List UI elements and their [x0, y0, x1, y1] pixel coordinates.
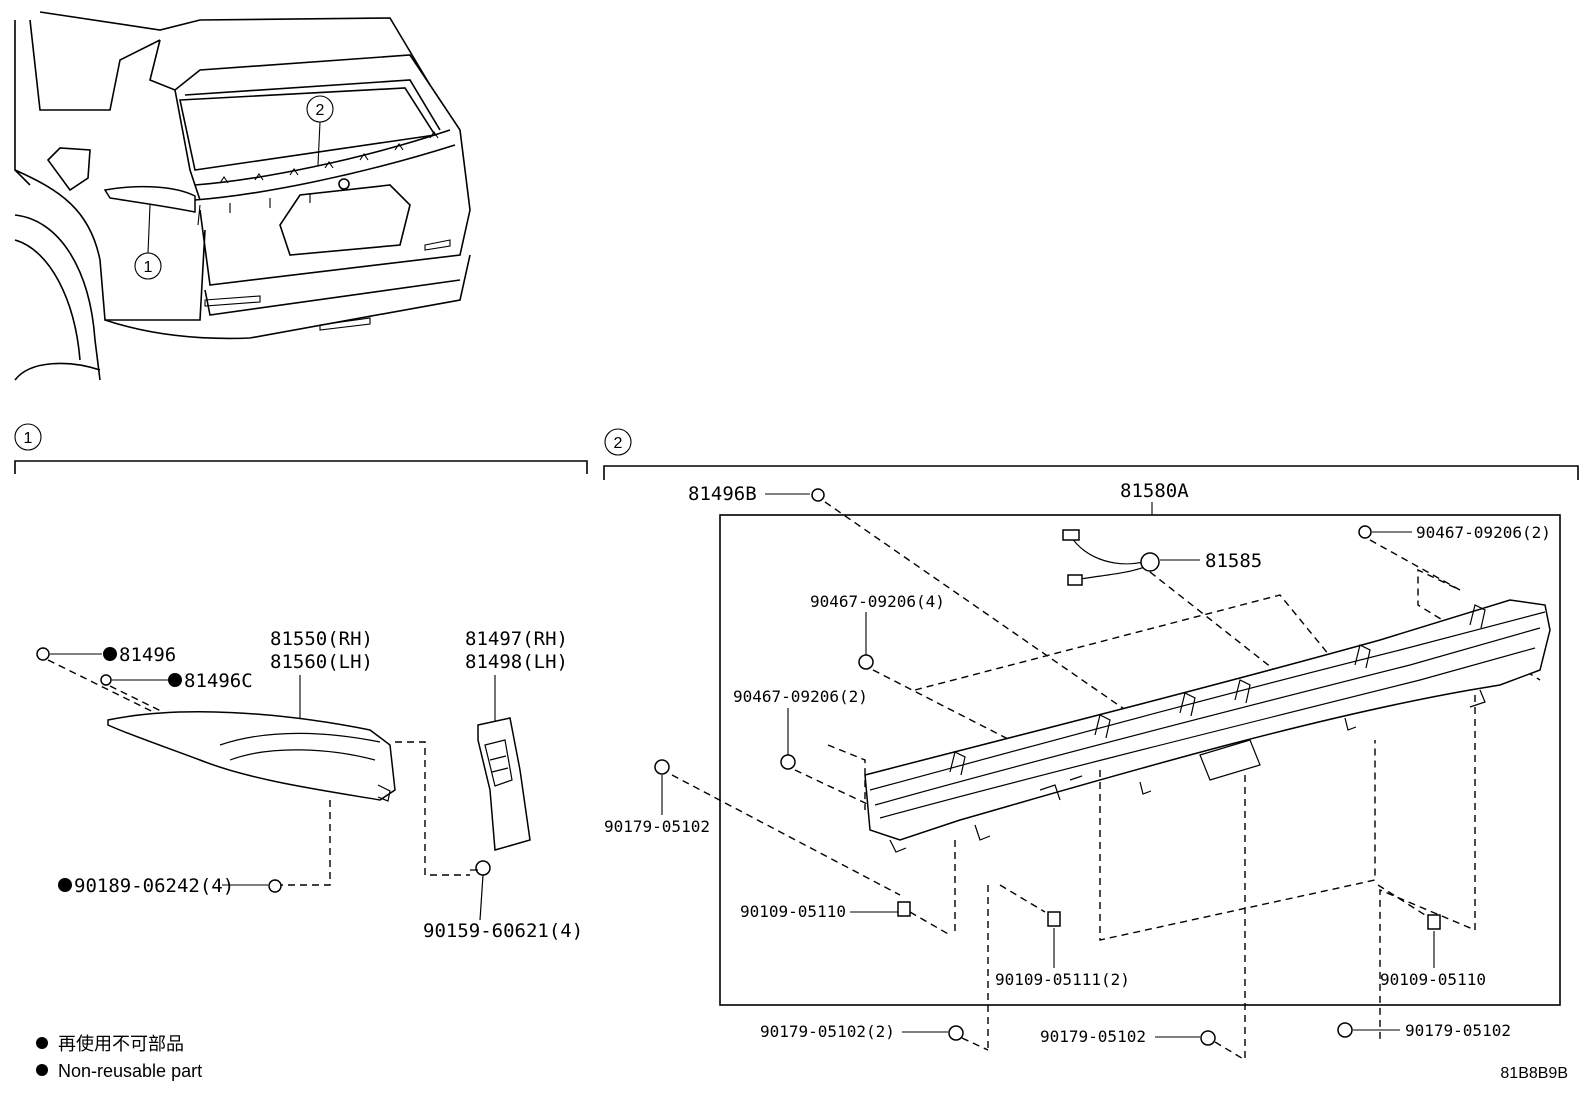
part-90179-05102-bottom-right: 90179-05102: [1337, 1021, 1511, 1040]
part-number-90109-05111: 90109-05111(2): [995, 970, 1130, 989]
part-number-90179-bottom-right: 90179-05102: [1405, 1021, 1511, 1040]
section-2-label: 2: [614, 435, 623, 452]
part-81496B: 81496B: [688, 483, 1141, 721]
section-1-label: 1: [24, 430, 33, 447]
legend: 再使用不可部品 Non-reusable part: [36, 1034, 202, 1081]
part-number-81496: 81496: [119, 644, 176, 666]
part-81497-81498: 81497(RH) 81498(LH): [465, 628, 568, 851]
part-number-81496C: 81496C: [184, 670, 253, 692]
part-number-81550: 81550(RH): [270, 628, 373, 650]
part-90109-05110-right: 90109-05110: [1377, 884, 1486, 989]
assembly-box-81580A: [719, 514, 1561, 1006]
callout-1-text: 1: [144, 259, 153, 276]
part-number-90467-4: 90467-09206(4): [810, 592, 945, 611]
part-90179-05102-bottom-mid: 90179-05102: [1040, 1027, 1246, 1061]
part-number-81560: 81560(LH): [270, 651, 373, 673]
section-1: 1 81496 81496C 81550(RH) 81560(LH): [14, 423, 588, 942]
legend-jp: 再使用不可部品: [58, 1034, 184, 1054]
rear-lamp-bar: [864, 599, 1551, 853]
part-number-81585: 81585: [1205, 550, 1262, 572]
part-number-90179-left: 90179-05102: [604, 817, 710, 836]
section-2: 2 81580A 81496B 81585 90467-09: [603, 428, 1579, 1061]
part-90467-09206-left: 90467-09206(2): [733, 687, 881, 811]
part-number-90189: 90189-06242(4): [74, 875, 234, 897]
part-number-81497: 81497(RH): [465, 628, 568, 650]
part-81550-81560-lamp: 81550(RH) 81560(LH): [107, 628, 470, 886]
part-number-90109-05110-right: 90109-05110: [1380, 970, 1486, 989]
part-90159-60621: 90159-60621(4): [423, 860, 583, 942]
diagram-code: 81B8B9B: [1500, 1065, 1568, 1082]
part-90109-05110-left: 90109-05110: [740, 901, 951, 936]
part-number-90179-bottom-mid: 90179-05102: [1040, 1027, 1146, 1046]
part-number-90467-top: 90467-09206(2): [1416, 523, 1551, 542]
callout-2-overview: 2: [306, 95, 334, 166]
part-number-90159: 90159-60621(4): [423, 920, 583, 942]
part-90109-05111: 90109-05111(2): [987, 884, 1130, 1050]
part-number-90467-left: 90467-09206(2): [733, 687, 868, 706]
part-number-81580A: 81580A: [1120, 480, 1189, 502]
part-90189-06242: 90189-06242(4): [58, 875, 282, 897]
legend-en: Non-reusable part: [58, 1061, 202, 1081]
part-90179-05102-bottom-left: 90179-05102(2): [760, 1022, 989, 1051]
part-number-90179-bottom-left: 90179-05102(2): [760, 1022, 895, 1041]
part-number-81498: 81498(LH): [465, 651, 568, 673]
callout-1-overview: 1: [134, 204, 162, 280]
callout-2-text: 2: [316, 102, 325, 119]
part-number-90109-05110-left: 90109-05110: [740, 902, 846, 921]
part-number-81496B: 81496B: [688, 483, 757, 505]
part-90179-05102-left: 90179-05102: [604, 759, 901, 896]
car-rear-illustration: [14, 11, 471, 381]
part-81585-harness: 81585: [1062, 529, 1301, 691]
